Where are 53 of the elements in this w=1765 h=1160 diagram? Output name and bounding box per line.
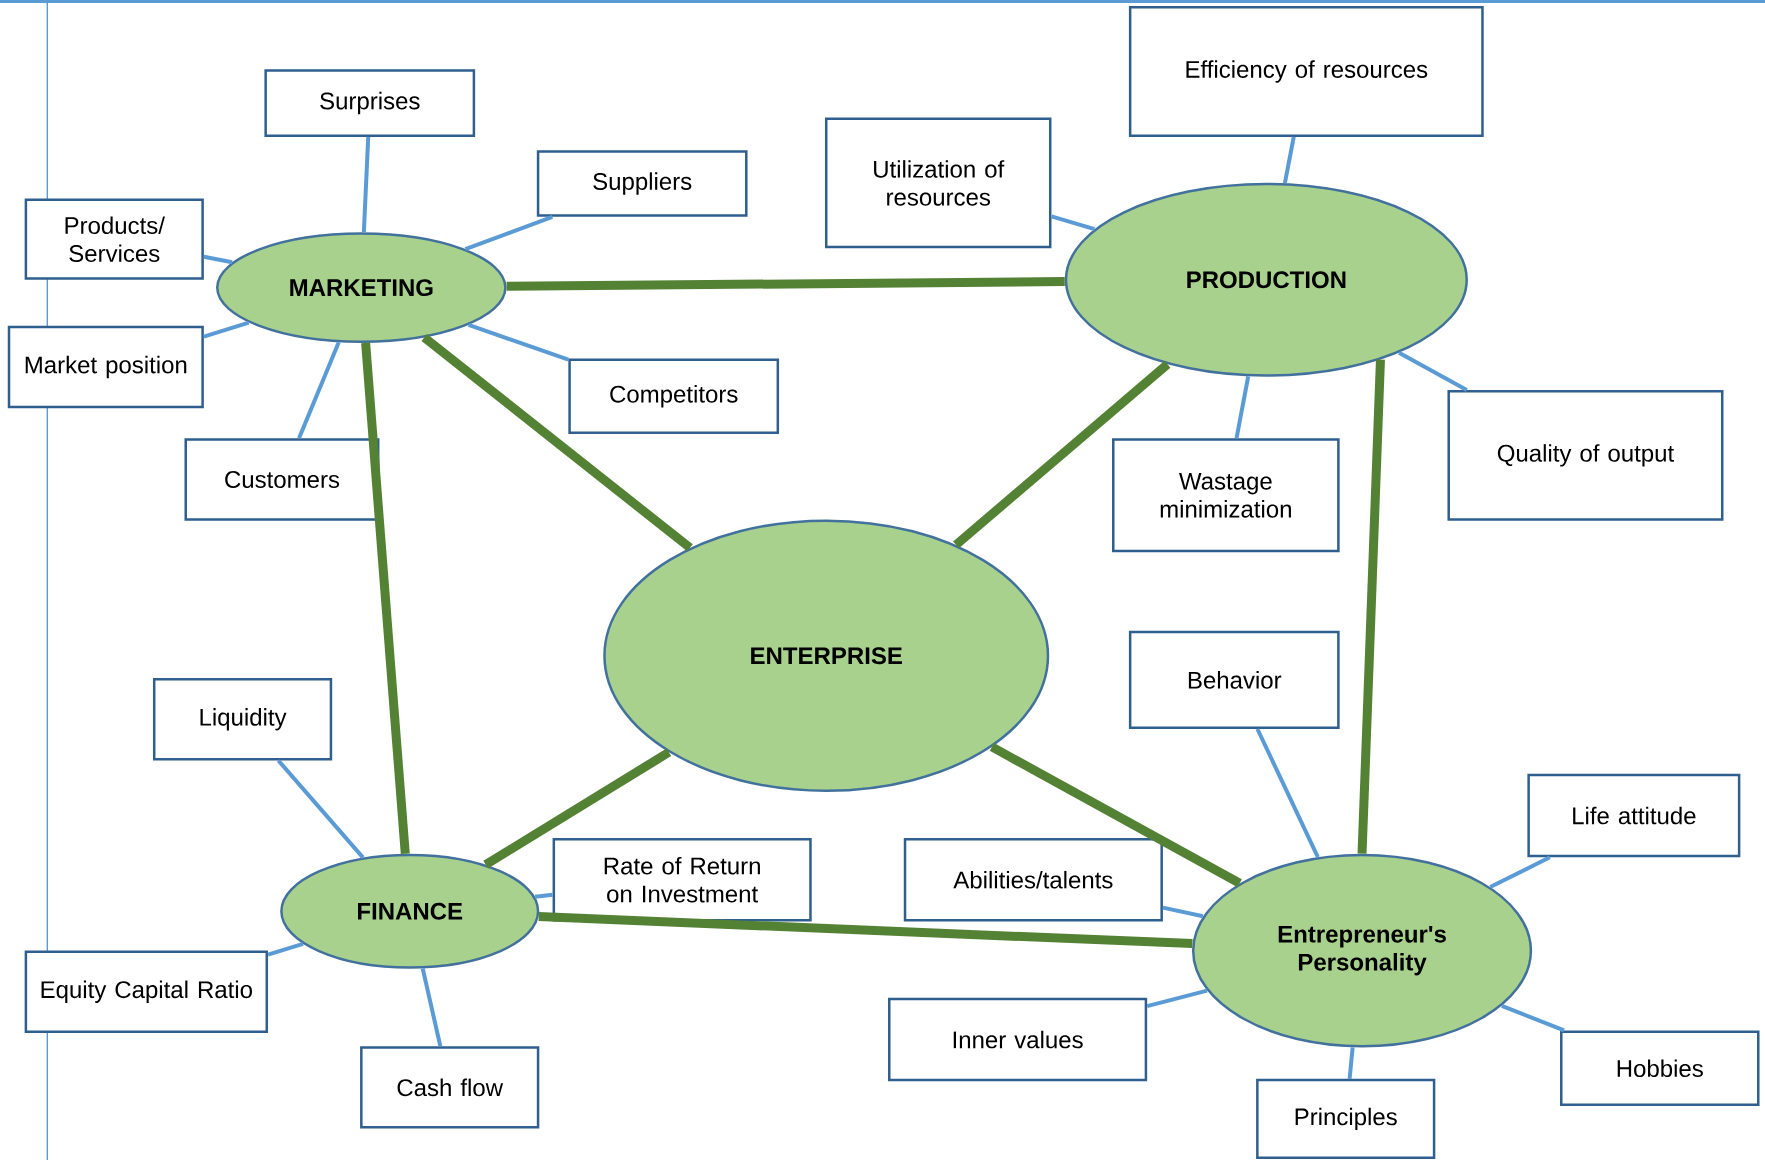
text-box: Inner values bbox=[888, 997, 1148, 1082]
connector-line bbox=[1501, 1004, 1565, 1033]
connector-line bbox=[361, 136, 371, 233]
text-box: Customers bbox=[184, 438, 380, 521]
connector-line bbox=[989, 743, 1242, 888]
connector-line bbox=[1255, 728, 1320, 858]
text-box: Hobbies bbox=[1560, 1030, 1760, 1107]
ellipse-node: ENTERPRISE bbox=[603, 519, 1050, 793]
connector-line bbox=[267, 941, 304, 957]
connector-line bbox=[1489, 855, 1551, 889]
connector-line bbox=[1398, 350, 1468, 392]
text-box: Cash flow bbox=[360, 1046, 540, 1129]
connector-line bbox=[534, 892, 553, 899]
text-box: Principles bbox=[1256, 1078, 1436, 1159]
connector-line bbox=[276, 759, 365, 859]
connector-line bbox=[420, 968, 443, 1047]
connector-line bbox=[203, 320, 250, 339]
text-box: Rate of Return on Investment bbox=[552, 837, 812, 922]
text-box: Surprises bbox=[264, 69, 476, 137]
text-box: Utilization of resources bbox=[825, 117, 1052, 249]
connector-line bbox=[421, 333, 693, 552]
connector-line bbox=[538, 912, 1193, 949]
connector-line bbox=[1050, 214, 1096, 231]
text-box: Suppliers bbox=[536, 150, 748, 217]
connector-line bbox=[1357, 359, 1385, 854]
connector-line bbox=[1234, 375, 1251, 439]
text-box: Competitors bbox=[568, 358, 780, 435]
connector-line bbox=[297, 341, 341, 440]
connector-line bbox=[467, 323, 569, 362]
text-box: Products/ Services bbox=[24, 198, 204, 280]
connector-line bbox=[1162, 905, 1204, 919]
text-box: Wastage minimization bbox=[1112, 438, 1340, 553]
ellipse-node: PRODUCTION bbox=[1064, 182, 1468, 377]
connector-line bbox=[506, 277, 1065, 291]
text-box: Quality of output bbox=[1447, 389, 1724, 521]
connector-line bbox=[1282, 136, 1296, 184]
text-box: Market position bbox=[7, 325, 204, 409]
ellipse-node: Entrepreneur's Personality bbox=[1191, 853, 1533, 1048]
connector-line bbox=[361, 342, 410, 855]
text-box: Efficiency of resources bbox=[1128, 6, 1484, 137]
connector-line bbox=[464, 214, 554, 251]
text-box: Life attitude bbox=[1527, 773, 1741, 858]
connector-line bbox=[483, 748, 672, 869]
text-box: Equity Capital Ratio bbox=[24, 950, 269, 1033]
connector-line bbox=[1146, 988, 1208, 1009]
connector-line bbox=[953, 360, 1171, 549]
connector-line bbox=[1347, 1047, 1355, 1079]
text-box: Abilities/talents bbox=[903, 837, 1163, 922]
connector-line bbox=[203, 254, 233, 265]
ellipse-node: FINANCE bbox=[280, 853, 540, 969]
text-box: Behavior bbox=[1128, 630, 1340, 729]
ellipse-node: MARKETING bbox=[216, 232, 507, 343]
text-box: Liquidity bbox=[152, 678, 333, 761]
